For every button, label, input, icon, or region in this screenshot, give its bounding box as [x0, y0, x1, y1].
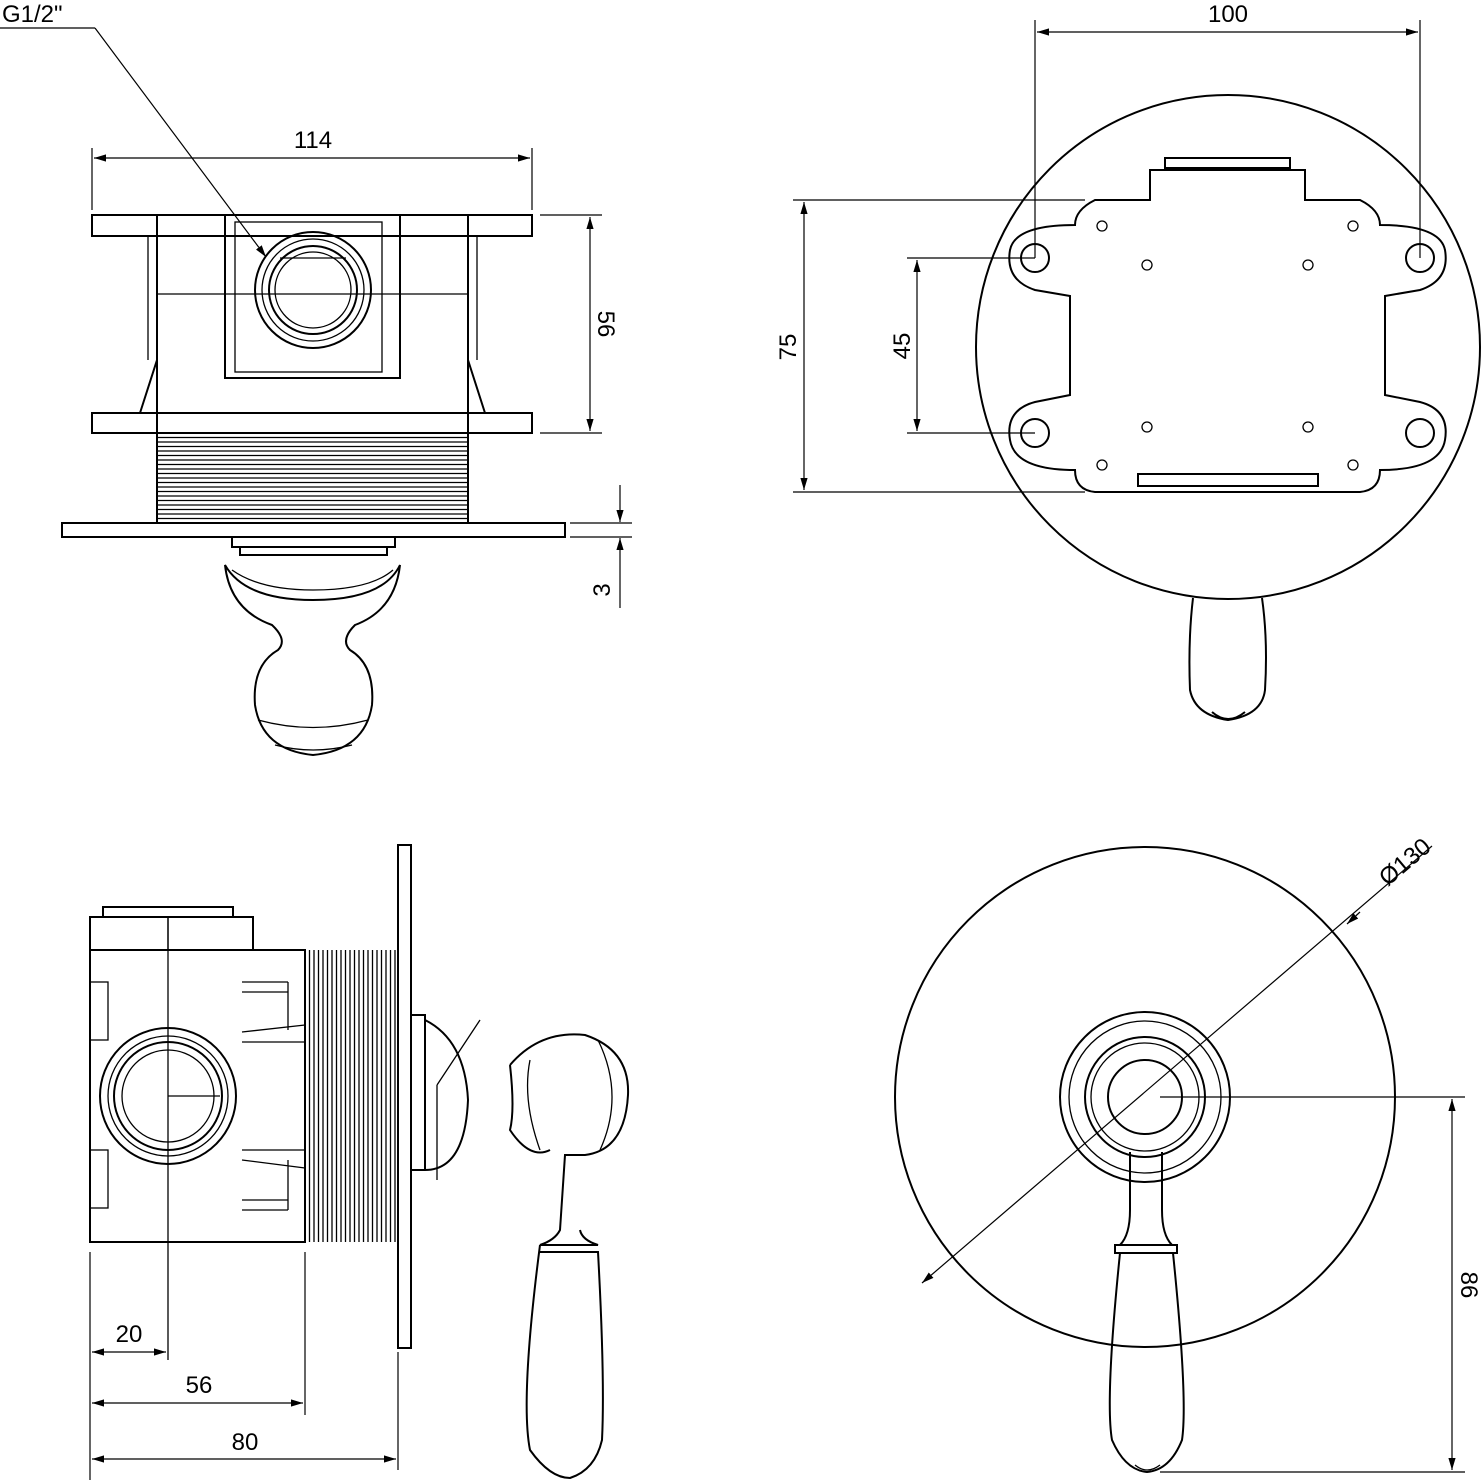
dim-label-cover-diameter: Ø130: [1374, 833, 1436, 891]
dim-thread-leader: G1/2": [0, 1, 267, 258]
dim-label-box-depth: 56: [186, 1372, 213, 1399]
top-view-plate-and-handle: [61, 522, 566, 757]
dim-inlet-offset: 20: [89, 1252, 166, 1480]
top-view-thread: [156, 432, 469, 524]
dim-plate-thickness: 3: [570, 485, 632, 608]
dim-box-width: 114: [91, 127, 533, 210]
dim-box-height: 56: [540, 214, 619, 434]
dim-label-thread: G1/2": [2, 1, 63, 28]
dim-cover-diameter: Ø130: [921, 833, 1436, 1284]
dim-label-box-height: 56: [592, 311, 619, 338]
dim-label-lever-drop: 86: [1455, 1272, 1482, 1299]
dim-label-box-width: 114: [294, 127, 332, 154]
dim-lever-drop: 86: [1160, 1096, 1482, 1473]
dim-total-depth: 80: [92, 1352, 399, 1470]
dim-hole-spacing-h: 100: [1034, 1, 1421, 258]
dim-label-hole-spacing-h: 100: [1208, 1, 1248, 28]
dim-label-hole-spacing-v: 45: [889, 333, 916, 360]
dim-box-depth: 56: [92, 1252, 306, 1415]
dim-label-inlet-offset: 20: [116, 1321, 143, 1348]
rear-view: [975, 94, 1481, 722]
side-view-thread: [304, 950, 396, 1242]
dim-label-total-depth: 80: [232, 1429, 259, 1456]
dim-plate-height: 75: [775, 199, 1085, 493]
dim-hole-spacing-v: 45: [889, 257, 1035, 434]
dim-label-plate-thickness: 3: [589, 583, 616, 596]
front-view: [894, 846, 1396, 1474]
top-view-box: [91, 214, 533, 434]
dim-label-plate-height: 75: [775, 334, 802, 361]
